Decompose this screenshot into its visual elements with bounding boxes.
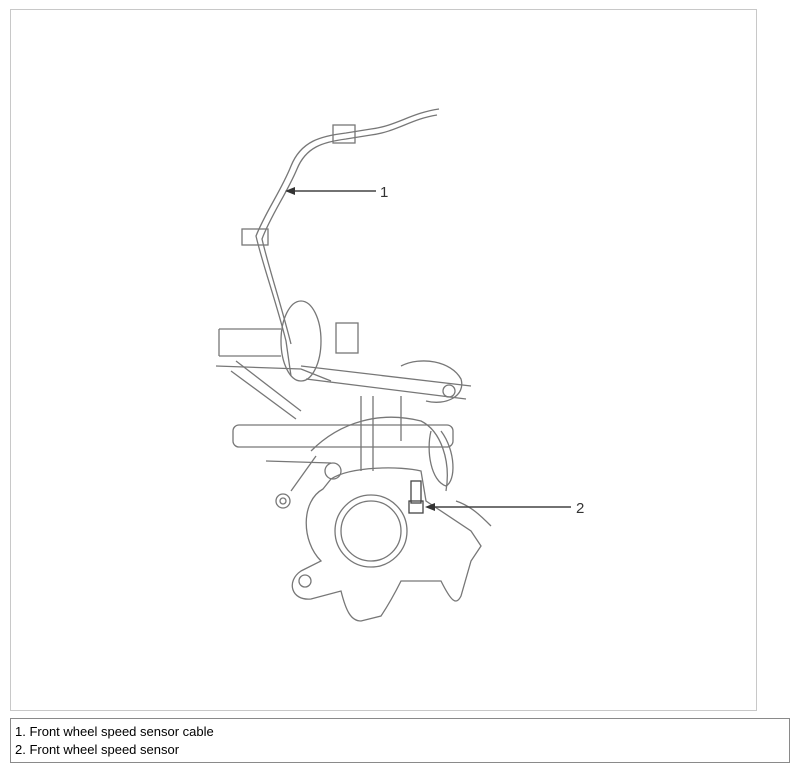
steering-knuckle bbox=[291, 462, 482, 622]
callout-1-label: 1 bbox=[380, 184, 388, 201]
diagram-figure: 1 2 bbox=[10, 9, 757, 711]
subframe bbox=[215, 300, 472, 509]
legend-item-1: 1. Front wheel speed sensor cable bbox=[15, 724, 214, 739]
legend-table: 1. Front wheel speed sensor cable 2. Fro… bbox=[10, 718, 790, 763]
legend-item-2: 2. Front wheel speed sensor bbox=[15, 742, 180, 757]
callout-2-label: 2 bbox=[576, 500, 584, 517]
callout-1: 1 bbox=[285, 184, 388, 201]
sensor-cable bbox=[241, 108, 440, 377]
wheel-speed-sensor-illustration: 1 2 bbox=[215, 108, 584, 622]
wheel-speed-sensor bbox=[408, 480, 492, 527]
callout-2: 2 bbox=[425, 500, 584, 517]
